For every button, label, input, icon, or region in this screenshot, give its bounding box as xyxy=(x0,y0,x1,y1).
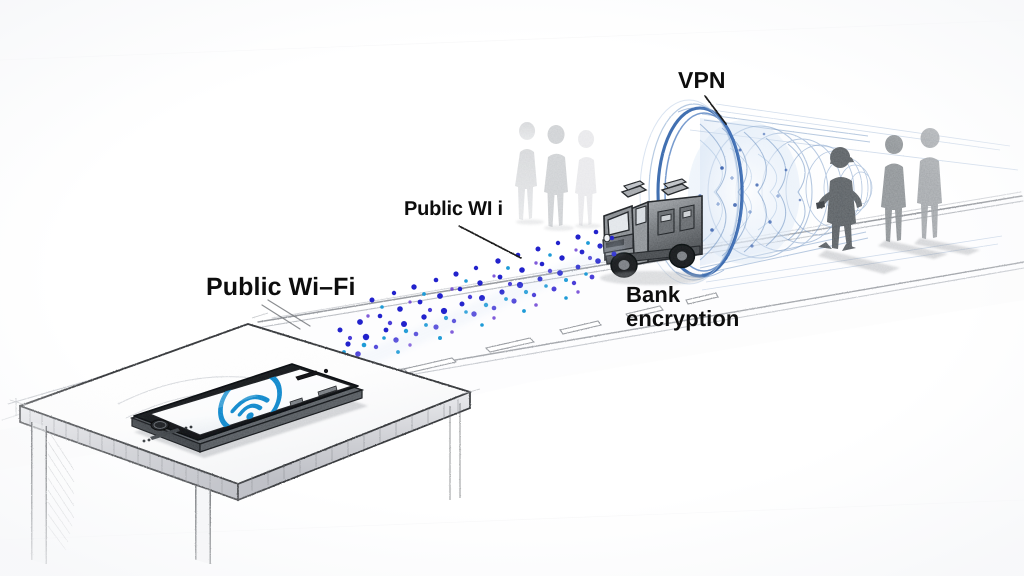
leader-public-wifi-far xyxy=(458,225,522,259)
label-bank-encryption-line1: Bank xyxy=(626,282,681,307)
label-bank-encryption-line2: encryption xyxy=(626,305,740,331)
label-bank-encryption: Bank encryption xyxy=(626,283,739,331)
label-public-wifi-far: Public WI i xyxy=(404,198,503,220)
label-public-wifi-near: Public Wi–Fi xyxy=(206,273,356,301)
label-vpn: VPN xyxy=(678,67,726,93)
bystanders-left xyxy=(515,122,601,231)
